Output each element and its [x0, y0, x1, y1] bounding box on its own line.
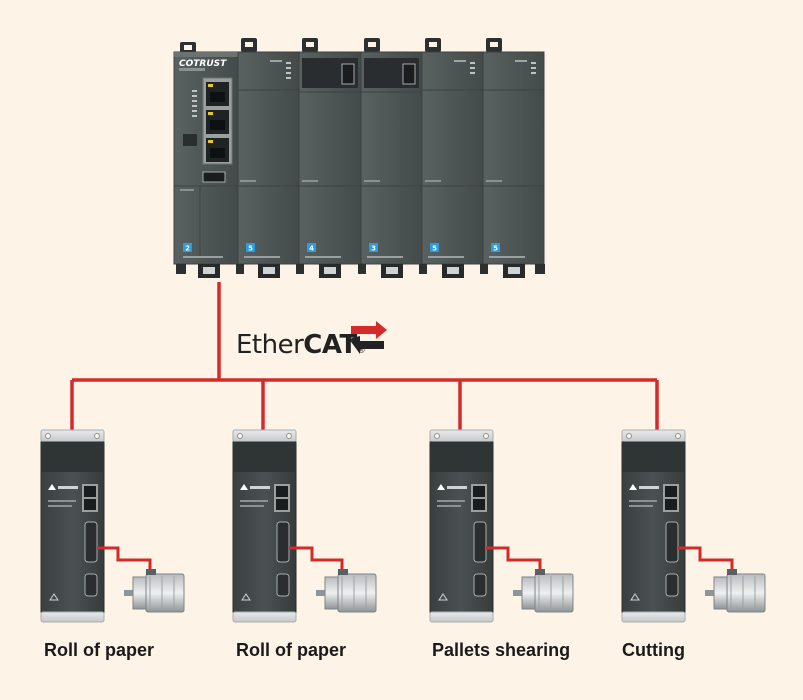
motor-cable-3: [486, 546, 542, 573]
module-badges: 2 5 4 3 5 5: [183, 243, 525, 258]
servo-drive-3: [429, 429, 494, 623]
module-badge-2: 5: [248, 245, 253, 253]
motor-cable-1: [97, 546, 152, 573]
ethercat-logo-bold: CAT: [303, 330, 357, 360]
motor-cable-2: [289, 546, 344, 573]
servo-motor-2: [316, 569, 377, 613]
module-badge-5: 5: [432, 245, 437, 253]
module-badge-3: 4: [309, 245, 314, 253]
servo-motor-1: [124, 569, 185, 613]
plc-cpu-module: COTRUST: [173, 51, 239, 265]
plc-io-module-4: [421, 51, 484, 265]
module-badge-4: 3: [371, 245, 376, 253]
plc-rack: COTRUST: [173, 38, 545, 278]
plc-io-module-3: [360, 51, 423, 265]
cpu-ethernet-ports: [202, 77, 233, 165]
drive-label-4: Cutting: [622, 640, 685, 660]
plc-io-module-5: [482, 51, 545, 265]
servo-motor-3: [513, 569, 574, 613]
servo-drive-1: [40, 429, 105, 623]
plc-io-module-2: [298, 51, 362, 265]
ethercat-arrows-icon: [349, 321, 387, 354]
plc-io-module-1: [237, 51, 300, 265]
servo-drive-4: [621, 429, 686, 623]
ethercat-logo-prefix: Ether: [236, 330, 304, 360]
module-badge-6: 5: [493, 245, 498, 253]
drive-label-1: Roll of paper: [44, 640, 155, 660]
plc-brand-logo: COTRUST: [179, 59, 227, 69]
servo-motor-4: [705, 569, 766, 613]
servo-drive-2: [232, 429, 297, 623]
drive-label-3: Pallets shearing: [432, 640, 571, 660]
motor-cable-4: [678, 546, 734, 573]
ethercat-registered-mark: ®: [356, 346, 366, 356]
ethercat-logo: EtherCAT®: [236, 330, 366, 360]
drive-label-2: Roll of paper: [236, 640, 347, 660]
ethercat-network-cables: [70, 282, 659, 430]
module-badge-1: 2: [185, 245, 190, 253]
